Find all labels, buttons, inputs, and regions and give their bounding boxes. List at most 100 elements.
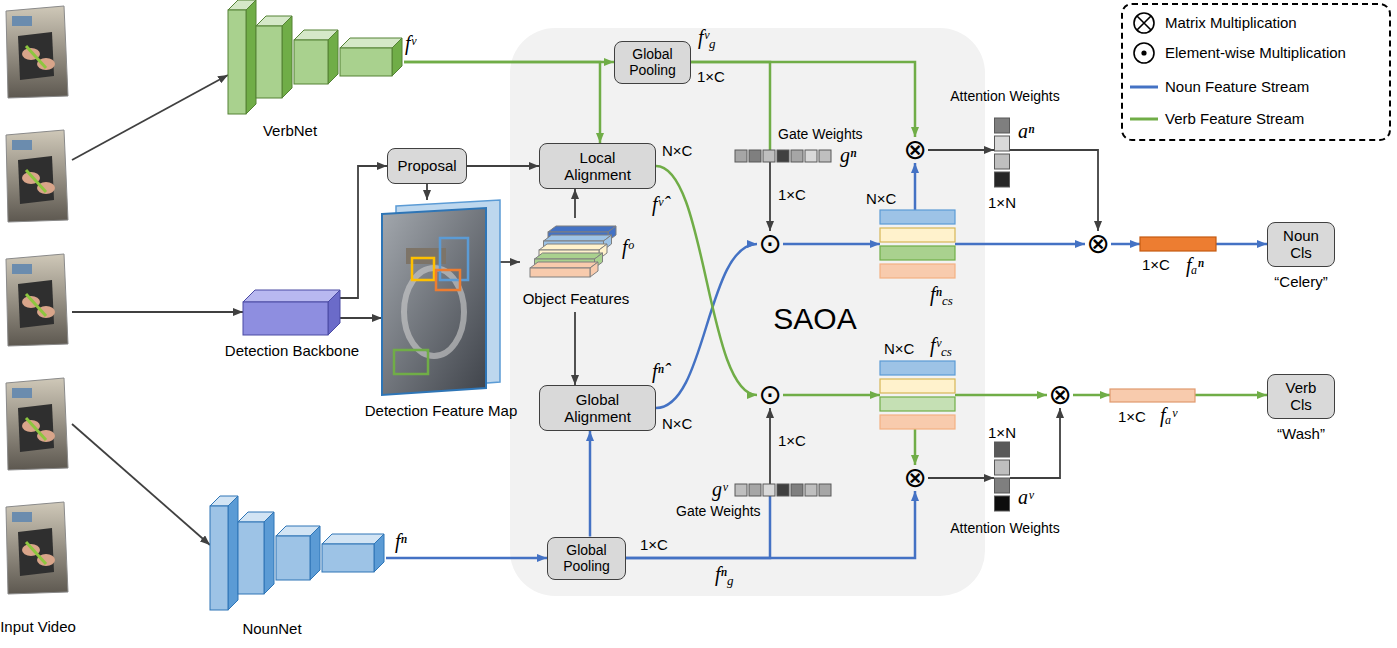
input-video-frames-art (4, 4, 72, 610)
attention-weights: Attention Weightsaⁿ1×N (994, 118, 1010, 188)
attended-feature: 1×Cfₐᵛ (1110, 389, 1195, 402)
backbone-front-face (243, 302, 328, 335)
attention-weight-cell (995, 136, 1010, 151)
net-front-face (340, 48, 392, 76)
classifier-box: Verb Cls“Wash” (1267, 374, 1335, 419)
attention-weight-cell (995, 172, 1010, 187)
node-label: VerbNet (263, 122, 317, 139)
box-label: Local Alignment (548, 149, 647, 184)
node-label: “Celery” (1274, 273, 1327, 290)
nounnet-block: NounNet (210, 496, 386, 612)
object-feature-slab (548, 226, 616, 232)
gate-weights: Gate Weightsgⁿ (735, 150, 833, 162)
connector (928, 149, 994, 151)
math-label: aⁿ (1018, 120, 1034, 143)
legend-entry: Element-wise Multiplication (1165, 44, 1346, 61)
frame-sink (18, 156, 54, 204)
legend-box (1122, 4, 1390, 140)
node-label: N×C (866, 190, 896, 207)
dimension-label: 1×C (778, 186, 806, 203)
node-label: N×C (884, 340, 914, 357)
attention-weights: 1×NaᵛAttention Weights (994, 442, 1010, 512)
frame-sink (18, 280, 54, 328)
net-top-face (340, 38, 402, 48)
dimension-label: 1×C (778, 432, 806, 449)
connector (500, 261, 520, 263)
net-top-face (322, 534, 384, 544)
gate-weights-art (735, 150, 833, 162)
attention-weight-cell (995, 460, 1010, 475)
gate-weight-cell (819, 484, 831, 496)
frame-celery (26, 542, 46, 564)
connector (1073, 394, 1110, 397)
box-label: Noun Cls (1276, 227, 1326, 262)
attention-weights-art (994, 118, 1010, 188)
net-side-face (264, 512, 274, 594)
gate-weight-cell (735, 484, 747, 496)
gate-weight-cell (763, 150, 775, 162)
feature-stack: N×Cfⁿcs (880, 210, 955, 278)
operator-symbol: ⊗ (1086, 231, 1109, 257)
gate-weight-cell (805, 150, 817, 162)
connector (769, 408, 771, 484)
gate-weight-cell (819, 150, 831, 162)
connector (783, 243, 880, 246)
feature-row (880, 210, 955, 224)
frame-celery (26, 170, 46, 192)
feature-row (880, 379, 955, 393)
object-feature-slab (530, 262, 598, 268)
attention-weight-cell (995, 118, 1010, 133)
math-label: fᵛ (405, 32, 416, 55)
detection-feature-map-art (382, 200, 500, 395)
connector (769, 162, 771, 231)
video-frame (6, 378, 68, 470)
legend-line-sample (1130, 86, 1158, 89)
net-front-face (238, 522, 264, 594)
verbnet-block: VerbNet (228, 0, 404, 116)
net-side-face (392, 38, 402, 76)
legend-operator-symbol (1134, 13, 1154, 33)
elementwise-op: ⊙ (757, 382, 783, 408)
node-label: Attention Weights (950, 88, 1059, 104)
box-label: Global Alignment (548, 391, 647, 426)
saoa-region (510, 28, 985, 596)
frame-celery (26, 418, 46, 440)
connector (626, 491, 915, 558)
object-feature-slab (544, 235, 612, 241)
connector (656, 166, 757, 395)
net-front-face (276, 536, 310, 580)
gate-weight-cell (749, 484, 761, 496)
math-label: fᵛ (698, 26, 709, 49)
gate-weights-art (735, 484, 833, 496)
legend-operator-symbol (1134, 43, 1154, 63)
attended-feature: 1×Cfₐⁿ (1140, 237, 1216, 251)
video-frame (6, 502, 68, 594)
gate-weight-cell (777, 150, 789, 162)
frame-celery (26, 46, 46, 68)
box-label: Proposal (397, 157, 456, 174)
connector (340, 166, 387, 298)
legend-entry: Verb Feature Stream (1165, 110, 1304, 127)
attention-weight-cell (995, 154, 1010, 169)
detection-backbone: Detection Backbone (243, 290, 340, 335)
feature-stack-art (880, 361, 955, 429)
attention-weight-cell (995, 478, 1010, 493)
node-label: Attention Weights (950, 520, 1059, 536)
node-label: Gate Weights (778, 126, 863, 142)
frame-scene-detail (12, 512, 32, 522)
frame-scene-detail (12, 388, 32, 398)
node-label: Input Video (0, 618, 76, 635)
feature-row (880, 264, 955, 278)
feature-map-front (382, 208, 486, 395)
gate-weight-cell (763, 484, 775, 496)
node-label: SAOA (773, 302, 856, 337)
connector (691, 62, 770, 150)
object-feature-slab (535, 253, 603, 259)
gate-weight-cell (805, 484, 817, 496)
elementwise-op: ⊙ (757, 231, 783, 257)
net-front-face (228, 10, 246, 114)
proposal-box-blue (440, 238, 468, 280)
connector (626, 496, 770, 558)
feature-stack-art (880, 210, 955, 278)
math-label: gⁿ (840, 144, 856, 167)
